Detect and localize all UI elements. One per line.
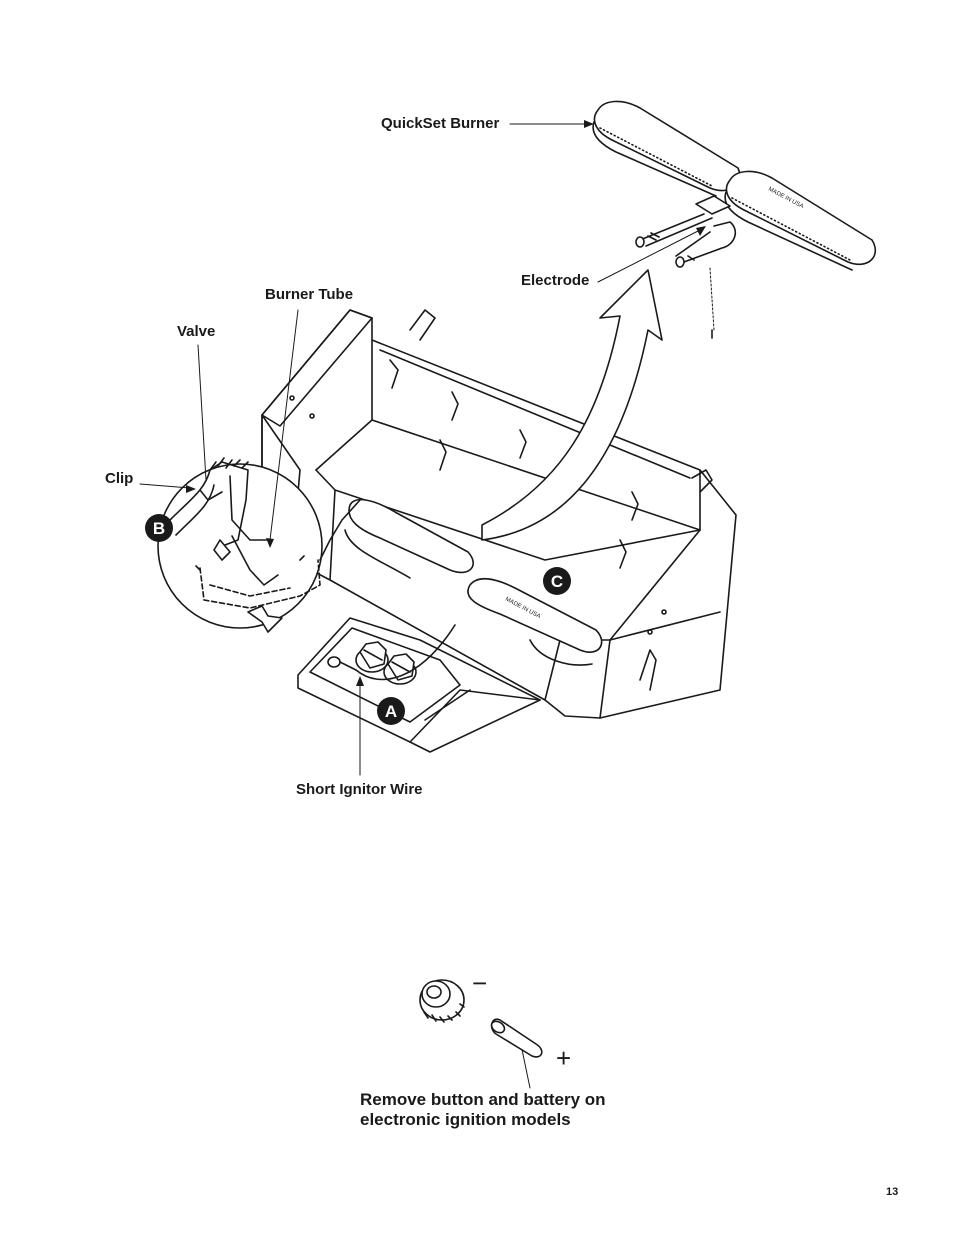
installed-burner-left <box>344 498 474 579</box>
badge-a-text: A <box>385 702 397 721</box>
battery <box>490 1018 543 1058</box>
badge-a: A <box>377 697 405 725</box>
quickset-burner: MADE IN USA <box>592 100 877 339</box>
battery-caption-line1: Remove button and battery on <box>360 1090 606 1109</box>
leader-lines <box>139 123 701 1089</box>
installed-burner-right: MADE IN USA <box>467 578 603 666</box>
ignitor-button <box>327 656 357 671</box>
battery-caption-line2: electronic ignition models <box>360 1110 571 1129</box>
badge-b: B <box>145 514 173 542</box>
page-number: 13 <box>886 1186 899 1198</box>
ignitor-wire <box>355 624 456 681</box>
label-electrode: Electrode <box>521 272 590 289</box>
control-knob-left <box>355 641 389 673</box>
label-burner-tube: Burner Tube <box>265 286 354 303</box>
detail-callout <box>157 457 361 633</box>
ignitor-button-part <box>419 979 465 1023</box>
label-clip: Clip <box>105 470 134 487</box>
plus-sign: + <box>556 1043 571 1073</box>
label-valve: Valve <box>177 323 216 340</box>
badge-c: C <box>543 567 571 595</box>
battery-caption: Remove button and battery on electronic … <box>360 1090 606 1130</box>
installation-arrow <box>481 269 663 541</box>
control-panel <box>297 617 541 753</box>
minus-sign: − <box>472 968 487 998</box>
badge-b-text: B <box>153 519 165 538</box>
label-short-ignitor-wire: Short Ignitor Wire <box>296 781 423 798</box>
badge-c-text: C <box>551 572 563 591</box>
label-quickset-burner: QuickSet Burner <box>381 115 500 132</box>
